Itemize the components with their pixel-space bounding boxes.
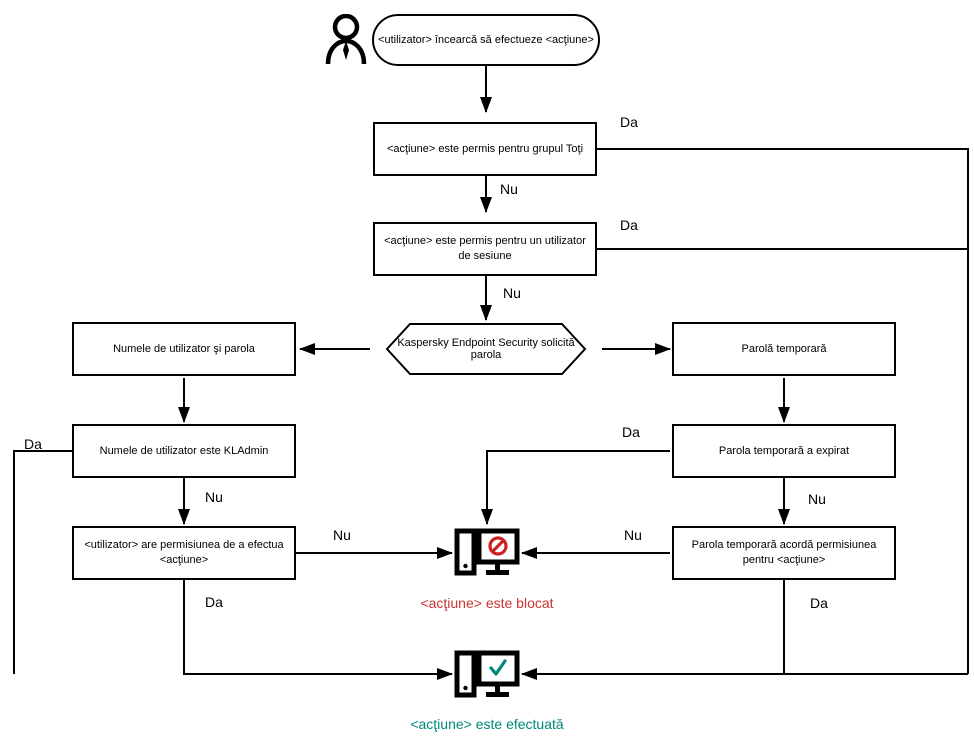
edge-label-expired-yes: Da (622, 424, 640, 440)
node-temp-password-expired-label: Parola temporară a expirat (718, 444, 850, 457)
node-username-is-kladmin[interactable]: Numele de utilizator este KLAdmin (72, 424, 296, 478)
node-username-and-password[interactable]: Numele de utilizator şi parola (72, 322, 296, 376)
edge-label-everyone-no: Nu (500, 181, 518, 197)
edge-label-kladmin-yes: Da (24, 436, 42, 452)
node-username-and-password-label: Numele de utilizator şi parola (113, 342, 255, 355)
edge-label-kladmin-no: Nu (205, 489, 223, 505)
performed-terminal-label: <acţiune> este efectuată (410, 716, 564, 732)
edge-label-everyone-yes: Da (620, 114, 638, 130)
monitor-check-icon (454, 648, 520, 702)
edge-label-permission-no: Nu (333, 527, 351, 543)
node-kes-requests-password-label: Kaspersky Endpoint Security solicită par… (397, 337, 575, 361)
node-user-has-permission-label: <utilizator> are permisiunea de a efectu… (84, 539, 284, 566)
node-allowed-everyone-label: <acţiune> este permis pentru grupul Toţi (386, 142, 584, 155)
node-user-has-permission[interactable]: <utilizator> are permisiunea de a efectu… (72, 526, 296, 580)
node-temp-password-expired[interactable]: Parola temporară a expirat (672, 424, 896, 478)
monitor-blocked-icon (454, 526, 520, 580)
node-temp-password-grants[interactable]: Parola temporară acordă permisiunea pent… (672, 526, 896, 580)
edge-label-session-yes: Da (620, 217, 638, 233)
node-temporary-password[interactable]: Parolă temporară (672, 322, 896, 376)
node-allowed-session-user[interactable]: <acţiune> este permis pentru un utilizat… (373, 222, 597, 276)
edge-label-grants-no: Nu (624, 527, 642, 543)
blocked-terminal-label: <acţiune> este blocat (420, 595, 554, 611)
node-temp-password-grants-label: Parola temporară acordă permisiunea pent… (691, 539, 877, 566)
edge-label-session-no: Nu (503, 285, 521, 301)
node-start[interactable]: <utilizator> încearcă să efectueze <acţi… (372, 14, 600, 66)
node-start-label: <utilizator> încearcă să efectueze <acţi… (378, 34, 594, 46)
node-allowed-everyone[interactable]: <acţiune> este permis pentru grupul Toţi (373, 122, 597, 176)
node-temporary-password-label: Parolă temporară (741, 342, 827, 355)
node-allowed-session-user-label: <acţiune> este permis pentru un utilizat… (384, 235, 586, 262)
edge-label-grants-yes: Da (810, 595, 828, 611)
node-username-is-kladmin-label: Numele de utilizator este KLAdmin (99, 444, 269, 457)
edge-label-permission-yes: Da (205, 594, 223, 610)
person-icon (325, 13, 367, 66)
edge-label-expired-no: Nu (808, 491, 826, 507)
node-kes-requests-password[interactable]: Kaspersky Endpoint Security solicită par… (370, 322, 602, 376)
